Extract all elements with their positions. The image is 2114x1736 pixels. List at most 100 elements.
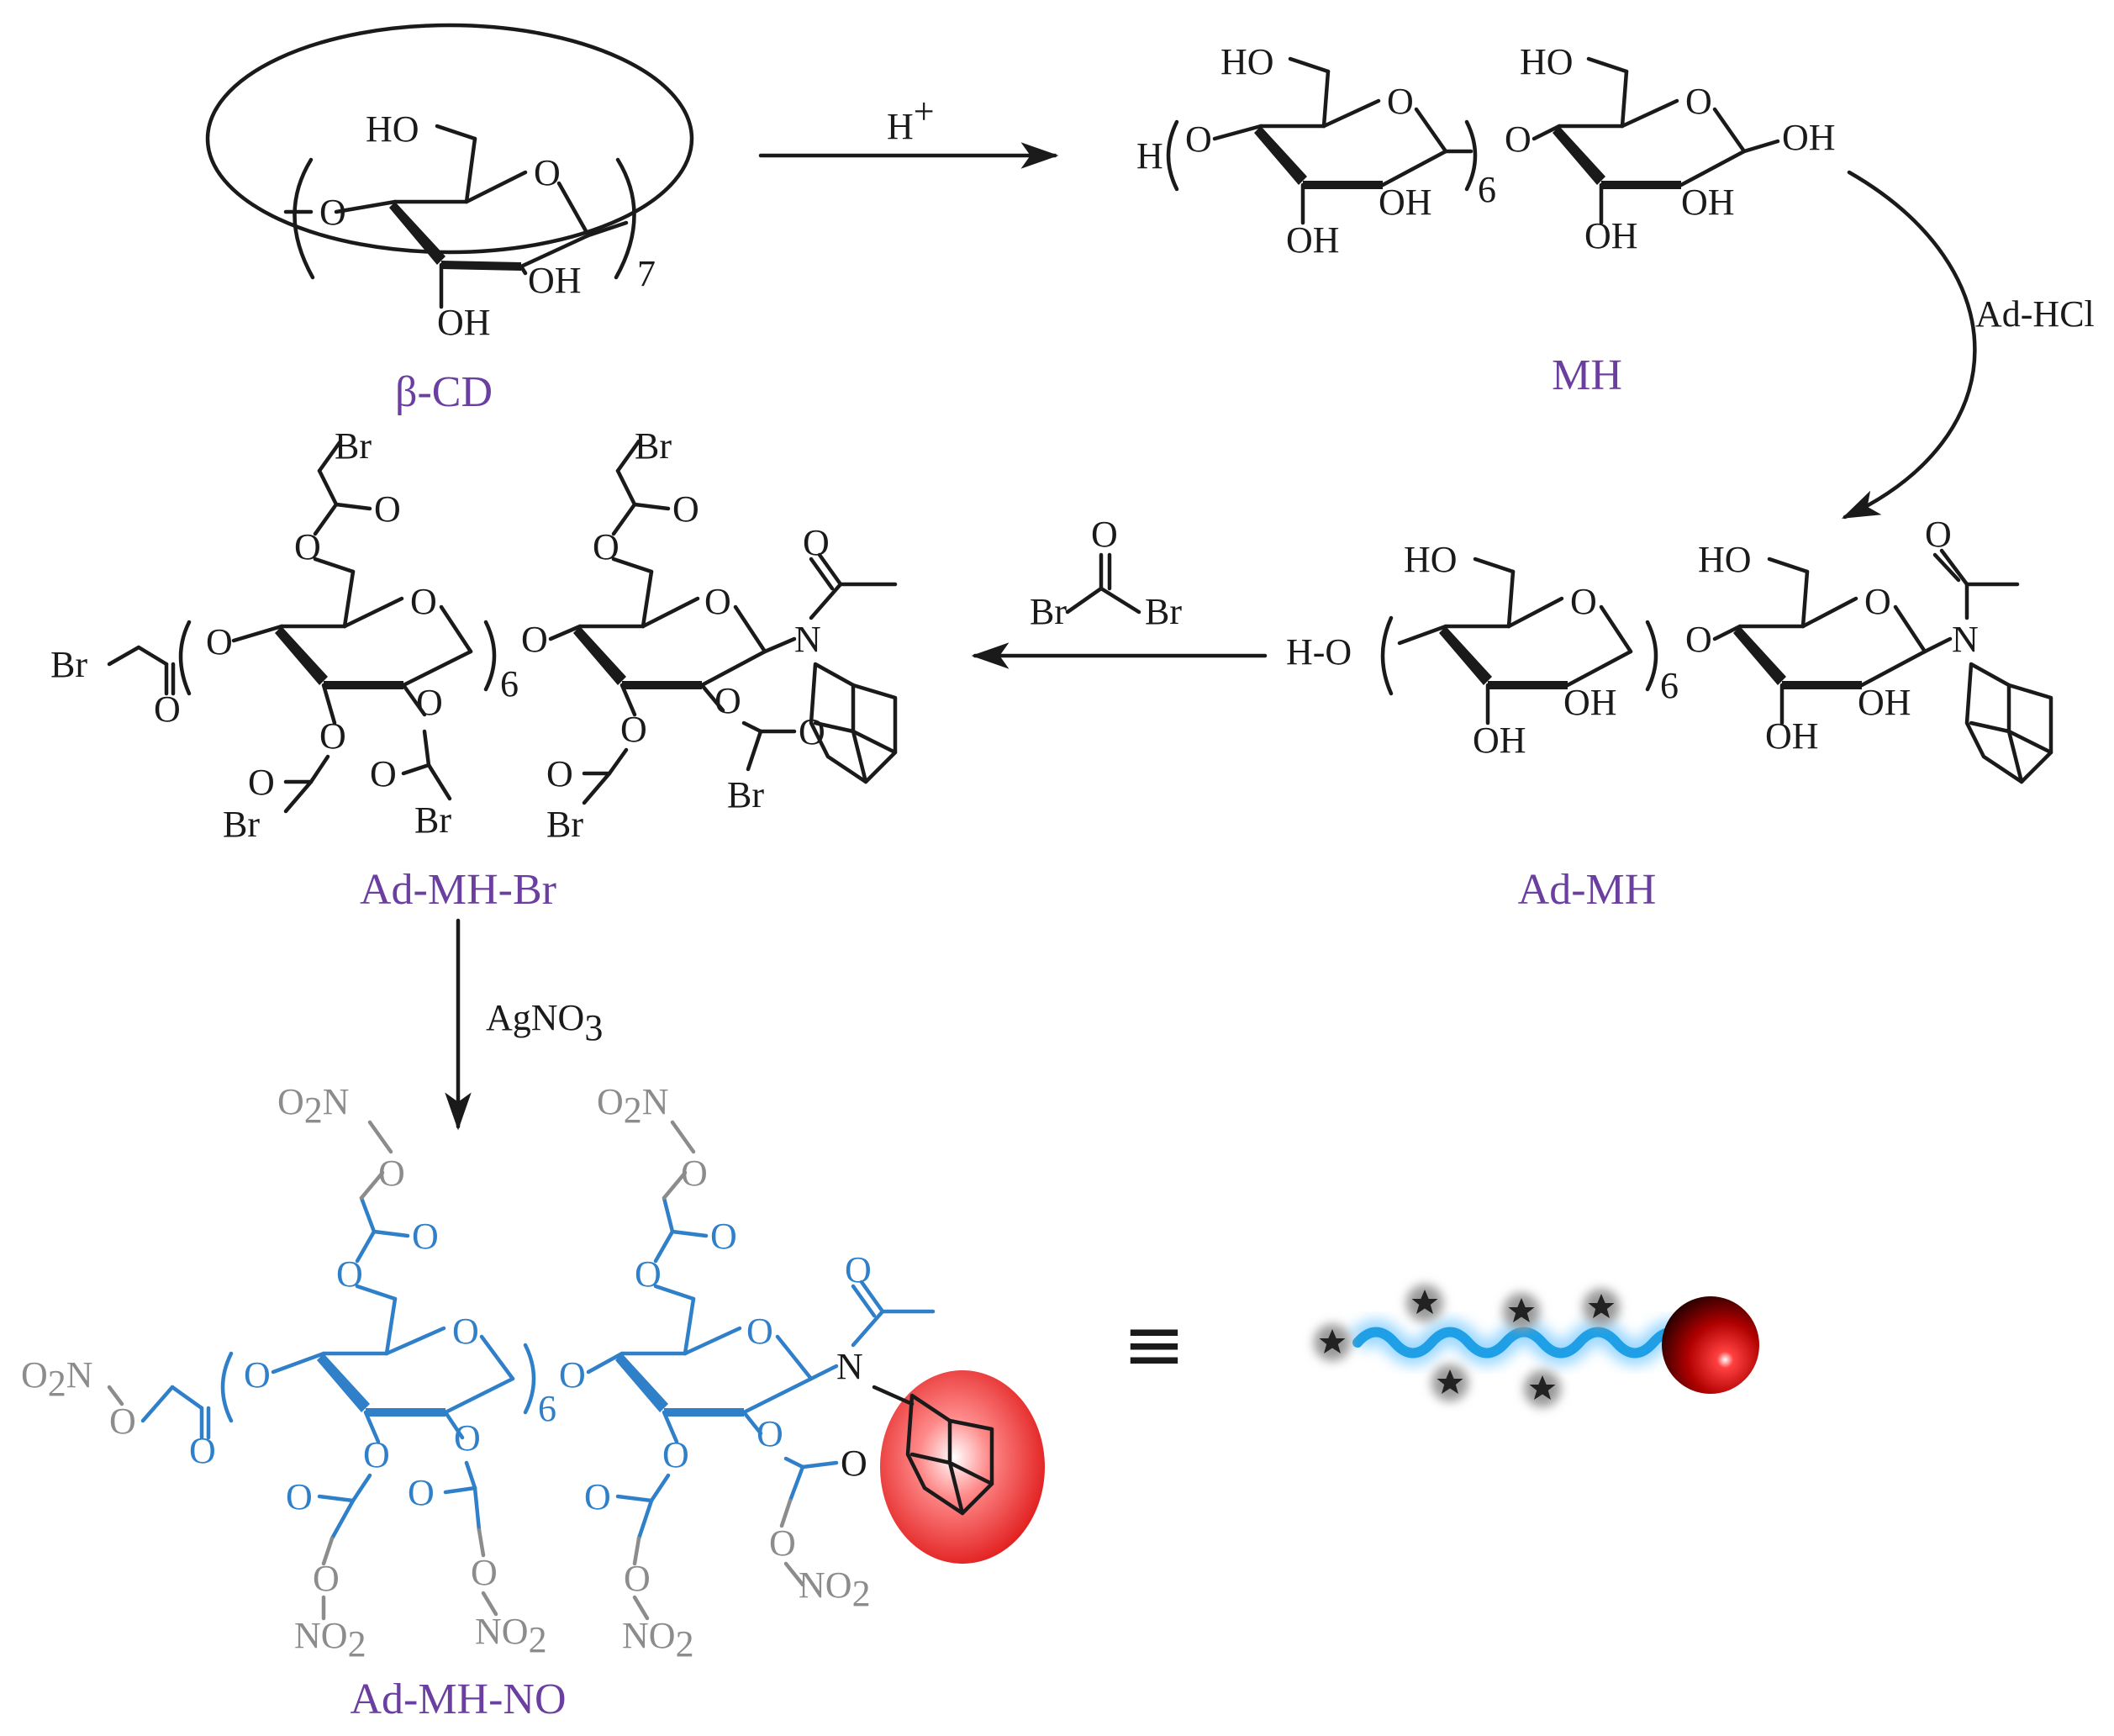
svg-text:O: O bbox=[109, 1401, 136, 1442]
svg-text:O: O bbox=[313, 1558, 340, 1599]
svg-text:NO2: NO2 bbox=[294, 1615, 366, 1665]
atom-oh: OH bbox=[528, 260, 582, 301]
svg-text:6: 6 bbox=[1660, 665, 1679, 706]
svg-text:OH: OH bbox=[1584, 215, 1638, 256]
repeat-bracket-left bbox=[293, 157, 315, 280]
ad-mh-no-structure: O2N O O O O O O O2N O O O O bbox=[21, 1081, 1045, 1723]
schematic-polymer-bead bbox=[1314, 1285, 1759, 1407]
svg-text:NO2: NO2 bbox=[475, 1611, 547, 1660]
arrow-step-4: AgNO3 bbox=[445, 918, 603, 1131]
reagent-ad-hcl: Ad-HCl bbox=[1975, 293, 2095, 335]
reagent-h: H+ bbox=[887, 91, 935, 147]
star-icon bbox=[1503, 1293, 1540, 1330]
adamantane-ring bbox=[872, 1385, 994, 1516]
repeat-count: 7 bbox=[637, 253, 656, 294]
atom-ho: HO bbox=[366, 108, 419, 150]
svg-text:N: N bbox=[794, 619, 821, 660]
svg-text:O: O bbox=[672, 488, 699, 530]
star-icon bbox=[1314, 1324, 1351, 1361]
reagent-br: Br bbox=[1030, 591, 1067, 632]
svg-text:OH: OH bbox=[1563, 682, 1617, 723]
atom-h: H bbox=[1136, 135, 1163, 177]
svg-text:O: O bbox=[681, 1153, 708, 1194]
svg-text:O2N: O2N bbox=[597, 1081, 669, 1131]
arrow-step-1: H+ bbox=[758, 91, 1059, 169]
svg-text:Br: Br bbox=[50, 644, 87, 685]
svg-text:O: O bbox=[154, 689, 181, 730]
svg-text:O: O bbox=[746, 1311, 773, 1352]
svg-text:O: O bbox=[704, 581, 731, 622]
svg-text:O: O bbox=[803, 522, 830, 563]
svg-text:O: O bbox=[1925, 514, 1952, 555]
repeat-bracket-right bbox=[614, 157, 636, 280]
svg-text:O: O bbox=[1570, 581, 1597, 622]
svg-text:O: O bbox=[845, 1249, 872, 1290]
svg-text:Br: Br bbox=[223, 804, 260, 845]
svg-text:OH: OH bbox=[1765, 715, 1819, 757]
label-ad-mh-no: Ad-MH-NO bbox=[350, 1675, 566, 1723]
svg-text:O: O bbox=[416, 682, 443, 723]
svg-text:O: O bbox=[452, 1311, 479, 1352]
svg-text:O: O bbox=[378, 1153, 405, 1194]
ad-mh-structure: H-O HO O OH OH 6 O HO O OH OH N bbox=[1286, 514, 2053, 914]
svg-text:6: 6 bbox=[1478, 169, 1496, 210]
svg-text:O: O bbox=[286, 1476, 313, 1517]
beta-cd-structure: O HO O OH OH 7 β-CD bbox=[205, 23, 694, 416]
svg-text:O: O bbox=[624, 1558, 651, 1599]
svg-text:OH: OH bbox=[1473, 720, 1526, 761]
svg-text:O2N: O2N bbox=[21, 1354, 93, 1404]
svg-text:OH: OH bbox=[1379, 182, 1432, 223]
svg-text:O: O bbox=[546, 753, 573, 794]
adamantane-ring bbox=[1964, 662, 2053, 784]
svg-text:Br: Br bbox=[635, 425, 672, 467]
star-icon bbox=[1524, 1370, 1561, 1407]
svg-text:O: O bbox=[620, 709, 647, 750]
svg-text:O: O bbox=[757, 1413, 783, 1454]
svg-text:Br: Br bbox=[335, 425, 372, 467]
atom-o: O bbox=[319, 192, 346, 233]
svg-text:Br: Br bbox=[727, 774, 764, 815]
svg-text:O: O bbox=[1864, 581, 1891, 622]
svg-text:Br: Br bbox=[546, 804, 583, 845]
svg-text:OH: OH bbox=[1681, 182, 1735, 223]
svg-text:O: O bbox=[1685, 81, 1712, 122]
svg-text:O: O bbox=[410, 581, 437, 622]
svg-text:O: O bbox=[1387, 81, 1414, 122]
star-icon bbox=[1431, 1364, 1468, 1401]
svg-text:O: O bbox=[662, 1434, 689, 1475]
atom-oh: OH bbox=[437, 302, 491, 343]
svg-text:O: O bbox=[454, 1417, 481, 1459]
svg-text:HO: HO bbox=[1520, 41, 1574, 82]
label-mh: MH bbox=[1552, 351, 1622, 399]
svg-text:O: O bbox=[710, 1216, 737, 1257]
label-ad-mh: Ad-MH bbox=[1518, 866, 1657, 914]
svg-text:OH: OH bbox=[1782, 117, 1836, 158]
svg-text:O: O bbox=[244, 1354, 271, 1396]
arrow-step-2: Ad-HCl bbox=[1841, 170, 2095, 520]
svg-text:6: 6 bbox=[538, 1388, 556, 1429]
svg-text:6: 6 bbox=[500, 663, 519, 704]
svg-text:O: O bbox=[841, 1443, 867, 1484]
wavy-polymer-chain bbox=[1352, 1327, 1695, 1359]
svg-text:O: O bbox=[248, 762, 275, 803]
label-beta-cd: β-CD bbox=[395, 368, 493, 416]
svg-text:O: O bbox=[374, 488, 401, 530]
svg-text:OH: OH bbox=[1858, 682, 1911, 723]
svg-text:OH: OH bbox=[1286, 219, 1340, 261]
svg-text:O: O bbox=[412, 1216, 439, 1257]
arrow-step-3: O Br Br bbox=[971, 514, 1268, 669]
svg-text:O: O bbox=[1685, 619, 1712, 660]
reagent-carbonyl-o: O bbox=[1091, 514, 1118, 555]
svg-text:O: O bbox=[714, 680, 741, 721]
svg-text:O: O bbox=[584, 1476, 611, 1517]
svg-text:HO: HO bbox=[1220, 41, 1274, 82]
star-icon bbox=[1406, 1285, 1443, 1322]
svg-text:Br: Br bbox=[414, 799, 451, 841]
svg-text:HO: HO bbox=[1404, 539, 1458, 580]
svg-text:H-O: H-O bbox=[1286, 631, 1352, 673]
svg-text:O: O bbox=[521, 619, 548, 660]
svg-text:O: O bbox=[471, 1552, 498, 1593]
svg-text:N: N bbox=[1952, 619, 1979, 660]
svg-text:HO: HO bbox=[1698, 539, 1752, 580]
